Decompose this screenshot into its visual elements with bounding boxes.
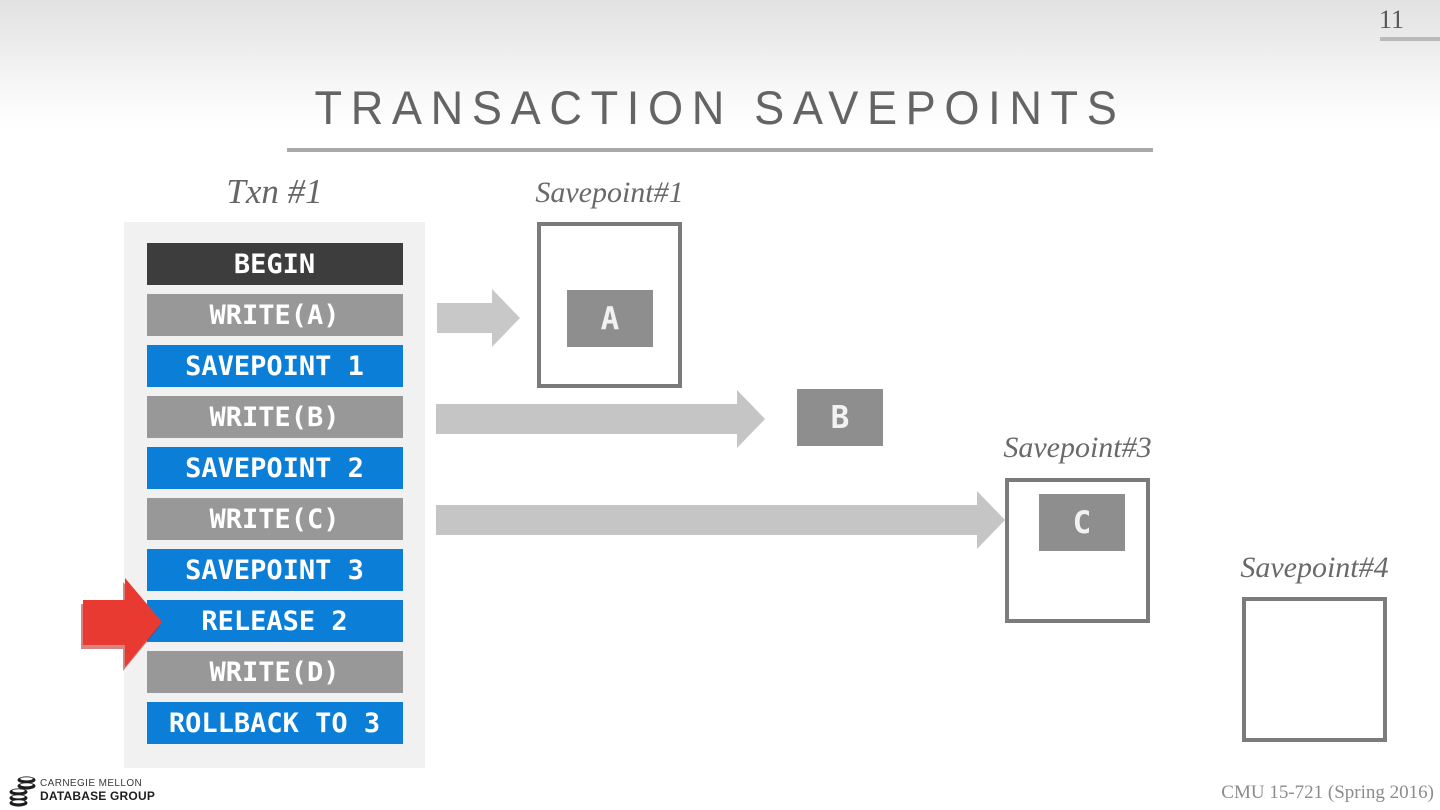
page-number-underline bbox=[1380, 37, 1440, 41]
op-savepoint-1: SAVEPOINT 1 bbox=[146, 345, 403, 387]
savepoint4-label: Savepoint#4 bbox=[1240, 551, 1389, 584]
cmu-db-logo: CARNEGIE MELLON DATABASE GROUP bbox=[9, 775, 155, 807]
object-c: C bbox=[1039, 494, 1125, 551]
object-a: A bbox=[567, 290, 653, 347]
op-release-2: RELEASE 2 bbox=[146, 600, 403, 642]
logo-line2: DATABASE GROUP bbox=[40, 788, 156, 803]
page-number: 11 bbox=[1378, 5, 1404, 34]
op-savepoint-3: SAVEPOINT 3 bbox=[146, 549, 403, 591]
course-footer: CMU 15-721 (Spring 2016) bbox=[1221, 782, 1434, 803]
op-rollback-to-3: ROLLBACK TO 3 bbox=[146, 702, 403, 744]
savepoint3-label: Savepoint#3 bbox=[1003, 431, 1152, 464]
highlight-red-arrow-icon bbox=[83, 578, 162, 667]
op-begin: BEGIN bbox=[146, 243, 403, 285]
op-write-d: WRITE(D) bbox=[146, 651, 403, 693]
object-b: B bbox=[797, 389, 883, 446]
logo-line1: CARNEGIE MELLON bbox=[40, 778, 143, 790]
savepoint1-box bbox=[537, 222, 682, 388]
txn-operations-panel: BEGIN WRITE(A) SAVEPOINT 1 WRITE(B) SAVE… bbox=[124, 222, 425, 768]
write-c-flow-arrow-icon bbox=[436, 491, 1005, 549]
op-write-a: WRITE(A) bbox=[146, 294, 403, 336]
op-write-b: WRITE(B) bbox=[146, 396, 403, 438]
write-b-flow-arrow-icon bbox=[436, 390, 765, 448]
title-underline bbox=[287, 148, 1153, 152]
op-write-c: WRITE(C) bbox=[146, 498, 403, 540]
slide-title: TRANSACTION SAVEPOINTS bbox=[314, 81, 1126, 134]
write-a-flow-arrow-icon bbox=[437, 289, 520, 347]
txn-label: Txn #1 bbox=[226, 172, 323, 211]
database-stack-icon bbox=[9, 776, 36, 807]
savepoint4-box bbox=[1242, 597, 1387, 742]
savepoint1-label: Savepoint#1 bbox=[535, 176, 684, 209]
op-savepoint-2: SAVEPOINT 2 bbox=[146, 447, 403, 489]
